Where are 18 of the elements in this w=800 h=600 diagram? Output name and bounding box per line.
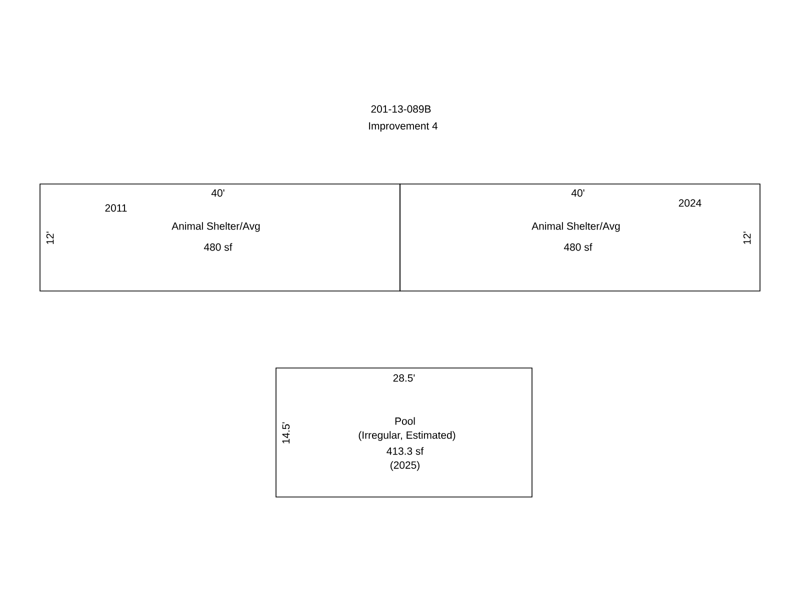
use-label: Animal Shelter/Avg [172,222,260,232]
subtitle: Improvement 4 [369,122,438,132]
area-label: 413.3 sf [386,447,424,455]
area-label: 480 sf [204,243,232,251]
dimension-label: 40' [571,189,584,197]
year-label: 2024 [678,199,702,207]
dimension-label: 14.5' [282,422,290,444]
year-label: (2025) [390,461,420,471]
dimension-label: 12' [743,232,751,244]
use-label: Pool [395,417,415,425]
year-label: 2011 [105,204,127,212]
title: 201-13-089B [371,105,431,113]
dimension-label: 12' [46,232,54,244]
use-label: Animal Shelter/Avg [532,222,620,232]
area-label: 480 sf [564,243,592,251]
dimension-label: 40' [211,189,224,197]
dimension-label: 28.5' [393,374,415,382]
note-label: (Irregular, Estimated) [358,431,456,441]
